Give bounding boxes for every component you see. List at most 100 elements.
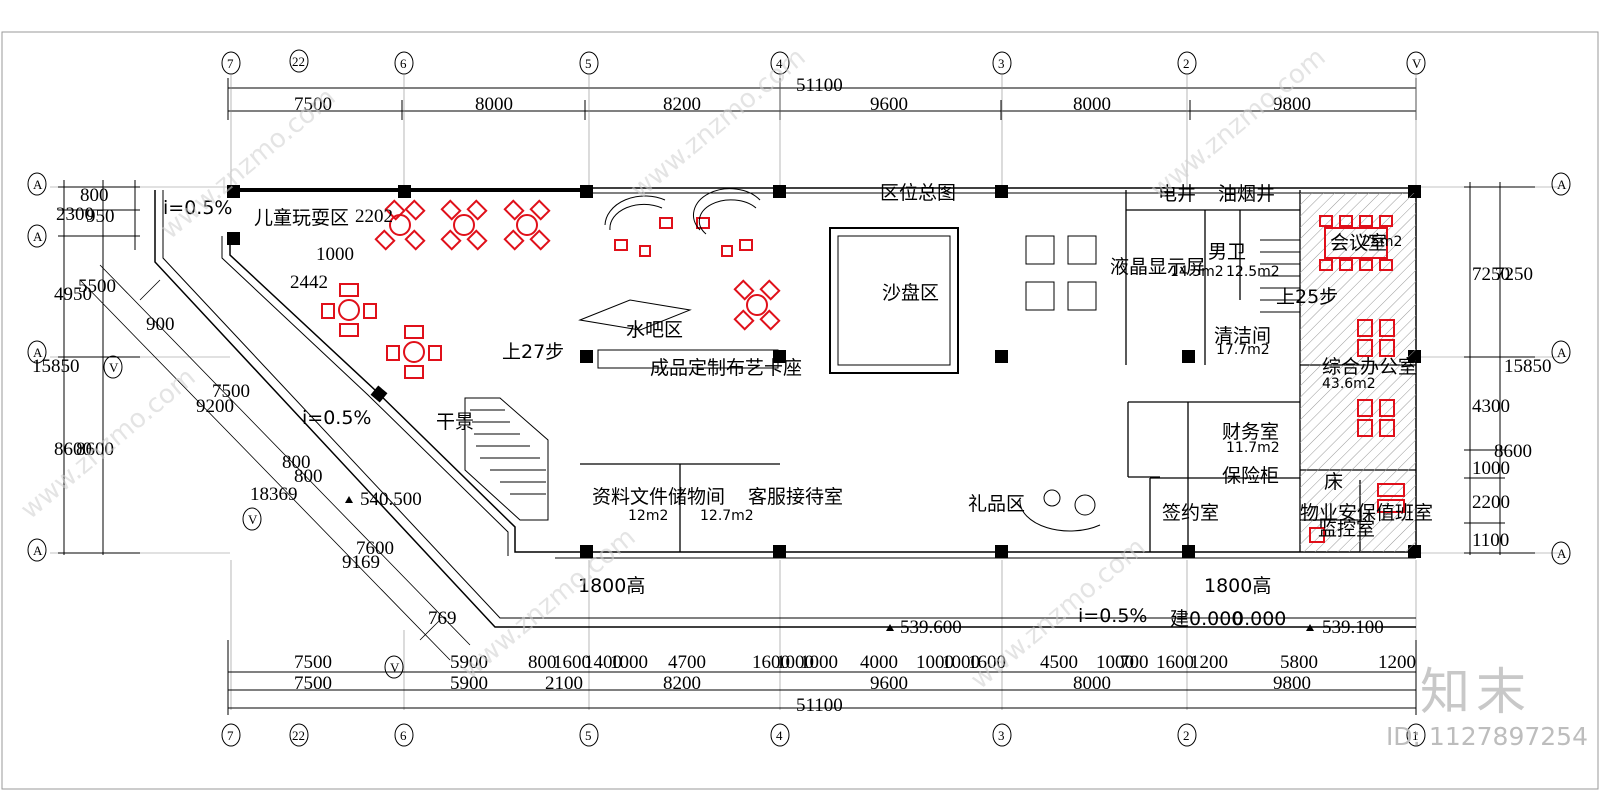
axis-left-v: V [109, 360, 119, 375]
label-lcd: 液晶显示屏 [1110, 256, 1205, 278]
dim-b1-18: 1600 [1156, 652, 1194, 673]
sand-table [829, 227, 959, 374]
dim-1000-kids: 1000 [316, 244, 354, 265]
dim-b1-21: 1200 [1378, 652, 1416, 673]
dim-b2-4: 8200 [663, 673, 701, 694]
dim-b1-8: 1600 [752, 652, 790, 673]
table-set-2 [440, 199, 488, 251]
label-sofa-seat: 成品定制布艺卡座 [650, 357, 802, 379]
label-height-1: 1800高 [578, 575, 645, 597]
axis-bubble-diag-1 [242, 507, 262, 531]
label-security: 物业安保值班室 [1300, 502, 1433, 524]
office-stair [1260, 239, 1300, 313]
elevation-2: 539.600 [900, 617, 962, 638]
dim-2442: 2442 [290, 272, 328, 293]
dim-right-1000: 1000 [1472, 458, 1510, 479]
dim-right-1100: 1100 [1472, 530, 1509, 551]
label-sign-room: 签约室 [1162, 502, 1219, 524]
dim-b1-6: 1000 [610, 652, 648, 673]
elevation-mark-1 [345, 496, 353, 503]
dim-b1-3: 800 [528, 652, 557, 673]
dim-top-3: 8200 [663, 94, 701, 115]
dim-diag-9200: 9200 [196, 396, 234, 417]
sofa-chairs [614, 217, 753, 257]
dim-diag-800b: 800 [294, 466, 323, 487]
label-meeting: 会议室 [1330, 232, 1387, 254]
office-desks [1357, 319, 1395, 437]
label-handover-area: 12.7m2 [700, 508, 754, 524]
label-office: 综合办公室 [1322, 356, 1417, 378]
label-meeting-area: 25m2 [1362, 234, 1402, 250]
meeting-table [1319, 215, 1393, 271]
label-bed: 床 [1324, 471, 1343, 493]
dim-right-2200: 2200 [1472, 492, 1510, 513]
axis-bottom-6: 6 [400, 728, 407, 743]
dim-b1-16: 1000 [1096, 652, 1134, 673]
label-wc-area: 14.5m2 [1170, 264, 1224, 280]
staircase [464, 397, 549, 521]
dim-right-7250b: 7250 [1495, 264, 1533, 285]
dim-top-2: 8000 [475, 94, 513, 115]
dim-diag-7600: 7600 [356, 538, 394, 559]
axis-bottom-22: 22 [292, 728, 305, 743]
label-clean-area: 17.7m2 [1216, 342, 1270, 358]
watermark-4: www.znzmo.com [15, 362, 201, 525]
bar-counter [597, 349, 779, 369]
label-clean-room: 清洁间 [1214, 325, 1271, 347]
dim-bottom-total: 51100 [796, 695, 843, 716]
axis-bottom-1: 1 [1412, 728, 1419, 743]
dim-left-8600b: 8600 [76, 439, 114, 460]
bottom-axis-bubbles [221, 723, 1426, 747]
table-set-1 [374, 199, 426, 251]
dim-diag-769: 769 [428, 608, 457, 629]
elevation-3: 539.100 [1322, 617, 1384, 638]
dim-b1-17: 700 [1120, 652, 1149, 673]
axis-bottom-4: 4 [776, 728, 783, 743]
label-docs-room: 资料文件储物间 [592, 486, 725, 508]
axis-top-1: V [1412, 56, 1422, 71]
label-dry-scape: 干景 [436, 411, 474, 433]
slope-3: i=0.5% [1078, 605, 1147, 627]
dim-left-5500: 5500 [78, 276, 116, 297]
watermark-2: www.znzmo.com [625, 42, 811, 205]
dim-b1-11: 4000 [860, 652, 898, 673]
dim-left-15850: 15850 [32, 356, 80, 377]
axis-top-2: 2 [1183, 56, 1190, 71]
axis-left-a4: A [33, 543, 43, 558]
table-set-4 [321, 283, 377, 337]
image-id: ID: 1127897254 [1385, 722, 1588, 751]
label-sand-table: 沙盘区 [882, 282, 939, 304]
slope-2: i=0.5% [302, 407, 371, 429]
label-safe: 保险柜 [1222, 465, 1279, 487]
dim-top-1: 7500 [294, 94, 332, 115]
axis-bottom-5: 5 [585, 728, 592, 743]
dim-b1-10: 1000 [800, 652, 838, 673]
axis-bubble-diag-2 [384, 655, 404, 679]
axis-right-a1: A [1557, 177, 1567, 192]
label-wc: 男卫 [1208, 241, 1246, 263]
axis-bottom-7: 7 [227, 728, 234, 743]
table-set-6 [733, 279, 781, 331]
dim-b1-20: 5800 [1280, 652, 1318, 673]
round-booths [578, 188, 1101, 532]
dim-b1-2: 5900 [450, 652, 488, 673]
table-set-5 [386, 325, 442, 379]
label-level-text: 0.000 [1232, 608, 1286, 630]
axis-right-a2: A [1557, 345, 1567, 360]
label-wc2-area: 12.5m2 [1226, 264, 1280, 280]
axis-top-22: 22 [292, 54, 305, 69]
label-finance-area: 11.7m2 [1226, 440, 1280, 456]
axis-diag-v1: V [248, 512, 258, 527]
dim-b1-15: 4500 [1040, 652, 1078, 673]
dim-top-5: 8000 [1073, 94, 1111, 115]
slope-1: i=0.5% [163, 197, 232, 219]
axis-left-a2: A [33, 229, 43, 244]
left-dimensions [58, 180, 140, 555]
label-water-bar: 水吧区 [626, 319, 683, 341]
label-handover-room: 客服接待室 [748, 486, 843, 508]
dim-b2-3: 2100 [545, 673, 583, 694]
drawing-frame [1, 31, 1599, 790]
office-hatch [1300, 193, 1416, 552]
